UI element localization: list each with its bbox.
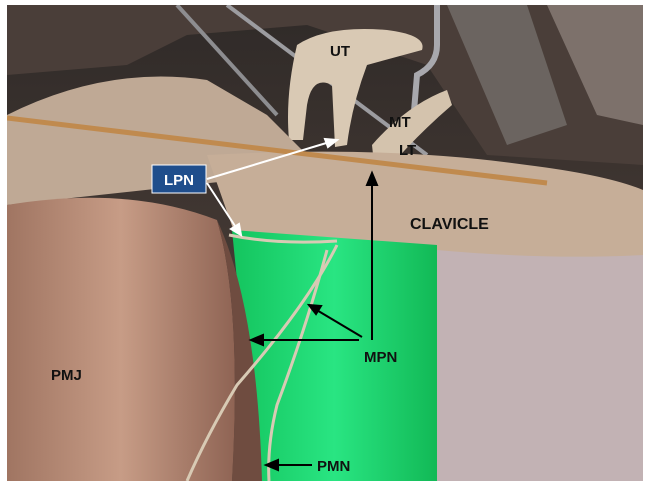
pmn-arrow xyxy=(263,458,312,472)
label-pmj: PMJ xyxy=(51,367,82,384)
label-lpn: LPN xyxy=(164,172,194,189)
right-tissue xyxy=(437,250,643,481)
upper-trunk xyxy=(288,29,423,147)
green-background-sheet xyxy=(232,230,437,481)
label-pmn: PMN xyxy=(317,458,350,475)
label-ut: UT xyxy=(330,43,350,60)
mpn-arrows xyxy=(248,170,379,347)
label-mpn: MPN xyxy=(364,349,397,366)
middle-lower-trunk xyxy=(372,90,452,173)
label-mt: MT xyxy=(389,114,411,131)
lpn-label-box xyxy=(151,164,207,194)
label-lt: LT xyxy=(399,142,416,159)
pectoralis-major xyxy=(7,197,235,481)
label-clavicle: CLAVICLE xyxy=(410,216,489,233)
lpn-arrows xyxy=(206,137,340,237)
dissection-photo: LPN UT MT LT CLAVICLE MPN PMJ PMN xyxy=(7,5,643,481)
wooden-probe xyxy=(7,115,548,186)
